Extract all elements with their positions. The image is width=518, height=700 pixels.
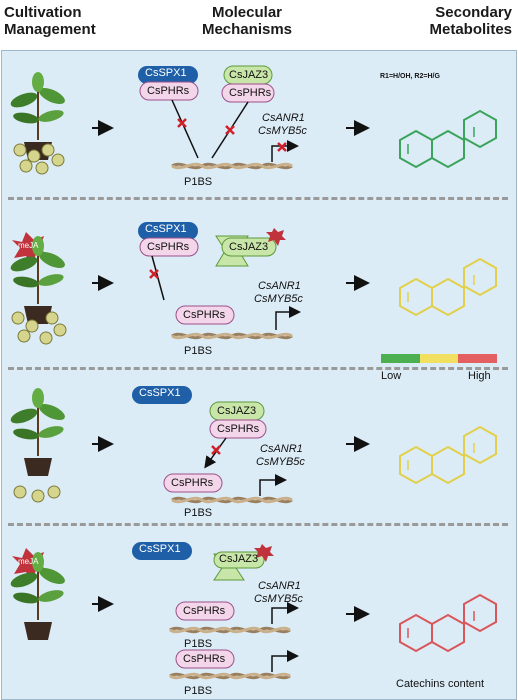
tea-plant-icon xyxy=(7,387,69,477)
spx1-box xyxy=(138,222,198,240)
jaz3-box xyxy=(221,237,277,257)
transcription-arrow xyxy=(271,650,299,672)
spx1-label: CsSPX1 xyxy=(139,387,181,399)
phrs-label: CsPHRs xyxy=(147,85,190,97)
transcription-arrow xyxy=(275,306,301,330)
phrs-box xyxy=(175,649,235,669)
spx1-label: CsSPX1 xyxy=(139,543,181,555)
phrs-box xyxy=(209,419,267,439)
jaz3-label: CsJAZ3 xyxy=(229,69,269,81)
phrs-label: CsPHRs xyxy=(171,477,214,489)
dna-icon xyxy=(168,672,292,680)
header-cultivation-management: Cultivation Management xyxy=(4,4,96,38)
gene-label-myb5c: CsMYB5c xyxy=(254,293,303,305)
transcription-arrow xyxy=(259,474,287,496)
section-2 xyxy=(7,222,497,345)
phrs-label: CsPHRs xyxy=(183,605,226,617)
jaz3-label: CsJAZ3 xyxy=(217,405,257,417)
r-group-label: R1=H/OH, R2=H/G xyxy=(380,73,440,80)
phrs-box xyxy=(139,237,199,257)
jaz3-label: CsJAZ3 xyxy=(219,553,259,565)
header-molecular-mechanisms: Molecular Mechanisms xyxy=(201,4,293,38)
jaz3-box xyxy=(213,551,265,569)
legend-mid-segment xyxy=(419,354,459,363)
transcription-arrow xyxy=(271,140,299,162)
spx1-label: CsSPX1 xyxy=(145,223,187,235)
header-secondary-metabolites: Secondary Metabolites xyxy=(429,4,512,38)
separator-1 xyxy=(8,197,508,200)
gene-label-myb5c: CsMYB5c xyxy=(256,456,305,468)
catechins-content-label: Catechins content xyxy=(396,678,485,690)
catechin-structure-icon xyxy=(399,426,497,484)
p1bs-label: P1BS xyxy=(184,685,213,697)
phrs-label: CsPHRs xyxy=(183,309,226,321)
gene-label-anr1: CsANR1 xyxy=(260,443,303,455)
phrs-label: CsPHRs xyxy=(147,241,190,253)
separator-3 xyxy=(8,523,508,526)
phrs-box xyxy=(163,473,223,493)
spx1-box xyxy=(132,542,192,560)
dna-icon xyxy=(170,332,294,340)
phrs-label: CsPHRs xyxy=(229,87,272,99)
legend-low-label: Low xyxy=(381,370,402,382)
p1bs-label: P1BS xyxy=(184,507,213,519)
legend-low-segment xyxy=(381,354,420,363)
separator-2 xyxy=(8,367,508,370)
spx1-box xyxy=(138,66,198,84)
phrs-box xyxy=(175,305,235,325)
legend-high-label: High xyxy=(468,370,491,382)
catechin-structure-icon xyxy=(399,594,497,652)
transcription-arrow xyxy=(271,602,299,624)
gene-label-myb5c: CsMYB5c xyxy=(258,125,307,137)
spx1-label: CsSPX1 xyxy=(145,67,187,79)
section-3 xyxy=(7,386,497,504)
edge-phrs-dna xyxy=(171,99,199,159)
section-1 xyxy=(7,65,497,175)
phrs-box xyxy=(139,81,199,101)
catechin-structure-icon xyxy=(399,110,497,168)
phrs-label: CsPHRs xyxy=(183,653,226,665)
legend-high-segment xyxy=(458,354,498,363)
catechin-structure-icon xyxy=(399,258,497,316)
dna-icon xyxy=(170,162,294,170)
gene-label-anr1: CsANR1 xyxy=(262,112,305,124)
section-4 xyxy=(7,542,497,680)
dna-icon xyxy=(168,626,292,634)
p1bs-label: P1BS xyxy=(184,176,213,188)
gene-label-anr1: CsANR1 xyxy=(258,280,301,292)
p1bs-label: P1BS xyxy=(184,638,213,650)
content-legend-bar xyxy=(381,354,498,363)
phrs-box xyxy=(175,601,235,621)
spx1-box xyxy=(132,386,192,404)
p1bs-label: P1BS xyxy=(184,345,213,357)
dna-icon xyxy=(170,496,294,504)
phrs-label: CsPHRs xyxy=(217,423,260,435)
gene-label-anr1: CsANR1 xyxy=(258,580,301,592)
jaz3-label: CsJAZ3 xyxy=(229,241,269,253)
gene-label-myb5c: CsMYB5c xyxy=(254,593,303,605)
meja-label: meJA xyxy=(18,241,39,250)
meja-label: meJA xyxy=(18,557,39,566)
